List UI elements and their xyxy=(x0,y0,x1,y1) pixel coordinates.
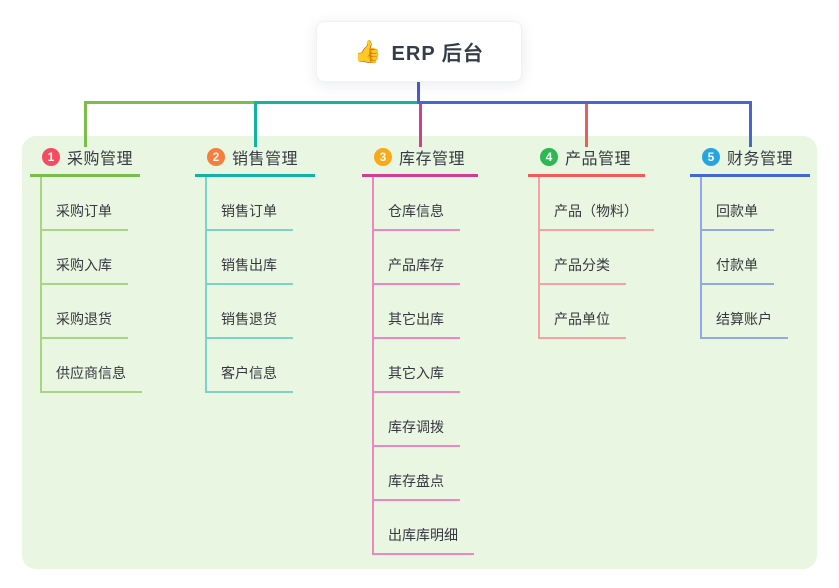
child-node[interactable]: 供应商信息 xyxy=(42,339,142,393)
child-node[interactable]: 出库库明细 xyxy=(374,501,474,555)
drop-line-branch-1 xyxy=(83,101,87,147)
branch-label: 库存管理 xyxy=(399,151,466,168)
child-node[interactable]: 回款单 xyxy=(702,177,774,231)
branch-number-badge: 1 xyxy=(42,148,60,166)
branch-header-node[interactable]: 2 销售管理 xyxy=(195,146,315,177)
drop-line-branch-2 xyxy=(253,101,257,147)
branch-header-node[interactable]: 5 财务管理 xyxy=(690,146,810,177)
hline-branch-5 xyxy=(417,101,751,104)
child-node[interactable]: 采购入库 xyxy=(42,231,128,285)
branch-children-list: 销售订单销售出库销售退货客户信息 xyxy=(205,177,315,393)
root-node-erp[interactable]: 👍 ERP 后台 xyxy=(316,21,522,82)
branch-children-list: 产品（物料）产品分类产品单位 xyxy=(538,177,654,339)
branch-1: 1 采购管理采购订单采购入库采购退货供应商信息 xyxy=(30,146,142,393)
branch-number-badge: 2 xyxy=(207,148,225,166)
branch-5: 5 财务管理回款单付款单结算账户 xyxy=(690,146,810,339)
branch-header-node[interactable]: 4 产品管理 xyxy=(528,146,645,177)
child-node[interactable]: 其它出库 xyxy=(374,285,460,339)
branch-3: 3 库存管理仓库信息产品库存其它出库其它入库库存调拨库存盘点出库库明细 xyxy=(362,146,478,555)
branch-label: 销售管理 xyxy=(232,151,299,168)
child-node[interactable]: 客户信息 xyxy=(207,339,293,393)
branch-children-list: 回款单付款单结算账户 xyxy=(700,177,810,339)
branch-4: 4 产品管理产品（物料）产品分类产品单位 xyxy=(528,146,654,339)
hline-branch-2 xyxy=(254,101,420,104)
child-node[interactable]: 销售退货 xyxy=(207,285,293,339)
drop-line-branch-4 xyxy=(585,104,588,147)
child-node[interactable]: 结算账户 xyxy=(702,285,788,339)
branch-children-list: 仓库信息产品库存其它出库其它入库库存调拨库存盘点出库库明细 xyxy=(372,177,478,555)
hline-branch-1 xyxy=(85,101,256,104)
branch-number-badge: 3 xyxy=(374,148,392,166)
branch-header-node[interactable]: 3 库存管理 xyxy=(362,146,478,177)
root-stem-line xyxy=(417,82,420,104)
drop-line-branch-5 xyxy=(748,101,752,147)
child-node[interactable]: 销售出库 xyxy=(207,231,293,285)
child-node[interactable]: 产品分类 xyxy=(540,231,626,285)
branch-header-node[interactable]: 1 采购管理 xyxy=(30,146,140,177)
branch-children-list: 采购订单采购入库采购退货供应商信息 xyxy=(40,177,142,393)
drop-line-branch-3 xyxy=(418,104,422,147)
branch-number-badge: 4 xyxy=(540,148,558,166)
branch-number-badge: 5 xyxy=(702,148,720,166)
child-node[interactable]: 仓库信息 xyxy=(374,177,460,231)
child-node[interactable]: 采购订单 xyxy=(42,177,128,231)
child-node[interactable]: 销售订单 xyxy=(207,177,293,231)
child-node[interactable]: 产品（物料） xyxy=(540,177,654,231)
child-node[interactable]: 产品单位 xyxy=(540,285,626,339)
branch-2: 2 销售管理销售订单销售出库销售退货客户信息 xyxy=(195,146,315,393)
child-node[interactable]: 付款单 xyxy=(702,231,774,285)
branch-label: 产品管理 xyxy=(565,151,632,168)
child-node[interactable]: 其它入库 xyxy=(374,339,460,393)
child-node[interactable]: 库存盘点 xyxy=(374,447,460,501)
branch-label: 采购管理 xyxy=(67,151,134,168)
child-node[interactable]: 库存调拨 xyxy=(374,393,460,447)
thumbs-up-icon: 👍 xyxy=(354,38,382,64)
branch-label: 财务管理 xyxy=(727,151,794,168)
child-node[interactable]: 产品库存 xyxy=(374,231,460,285)
child-node[interactable]: 采购退货 xyxy=(42,285,128,339)
branches-background-panel xyxy=(22,136,817,569)
root-node-label: ERP 后台 xyxy=(391,43,484,65)
